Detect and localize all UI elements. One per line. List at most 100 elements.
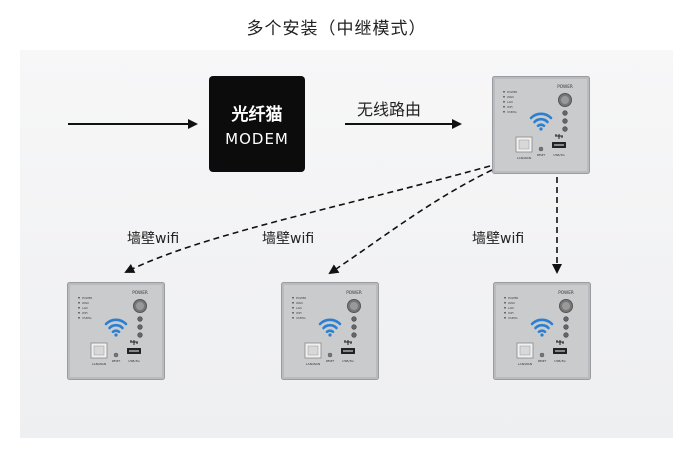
usb-label: USB/3G	[554, 359, 566, 363]
indicator-label: POWER	[82, 296, 92, 300]
indicator-label: POWER	[507, 90, 517, 94]
wifi-icon	[529, 112, 553, 131]
indicator-label: WiFi	[508, 311, 514, 315]
usb-port-tongue	[555, 350, 565, 352]
indicator-label: WAN	[82, 301, 89, 305]
status-button	[137, 324, 143, 330]
indicator-led	[78, 316, 80, 319]
indicator-label: USB3G	[296, 316, 306, 320]
indicator-label: LAN	[296, 306, 302, 310]
indicator-led	[503, 95, 505, 98]
lan-port-socket	[519, 345, 531, 356]
status-button	[137, 316, 143, 322]
indicator-label: WiFi	[82, 311, 88, 315]
reset-label: RESET	[538, 359, 547, 363]
indicator-label: POWER	[296, 296, 306, 300]
indicator-led	[78, 296, 80, 299]
modem-box: 光纤猫 MODEM	[209, 76, 305, 172]
reset-label: RESET	[112, 359, 121, 363]
indicator-led	[503, 90, 505, 93]
wifi-icon	[104, 318, 128, 337]
indicator-label: LAN	[82, 306, 88, 310]
indicator-label: USB3G	[507, 110, 517, 114]
wall-wifi-label-left: 墙壁wifi	[127, 231, 180, 247]
power-label: POWER	[132, 290, 148, 295]
wifi-icon	[530, 318, 554, 337]
indicator-led	[504, 296, 506, 299]
indicator-led	[292, 296, 294, 299]
indicator-led	[292, 316, 294, 319]
indicator-led	[503, 105, 505, 108]
wall-wifi-label-right: 墙壁wifi	[472, 231, 525, 247]
lan-port-label: LAN/WAN	[306, 362, 320, 366]
indicator-led	[504, 316, 506, 319]
lan-port-label: LAN/WAN	[92, 362, 106, 366]
power-label: POWER	[557, 84, 573, 89]
reset-label: RESET	[537, 153, 546, 157]
diagram-title: 多个安装（中继模式）	[246, 19, 427, 39]
status-button	[562, 118, 568, 124]
indicator-led	[504, 306, 506, 309]
power-knob-center	[562, 302, 570, 310]
indicator-label: WAN	[507, 95, 514, 99]
indicator-label: POWER	[508, 296, 518, 300]
wifi-icon	[318, 318, 342, 337]
usb-label: USB/3G	[128, 359, 140, 363]
power-label: POWER	[346, 290, 362, 295]
lan-port-socket	[93, 345, 105, 356]
usb-port-tongue	[554, 144, 564, 146]
power-knob-center	[561, 96, 569, 104]
indicator-led	[78, 306, 80, 309]
usb-label: USB/3G	[342, 359, 354, 363]
indicator-label: WiFi	[507, 105, 513, 109]
reset-button	[538, 146, 544, 152]
dashed-arrow-router-to-left-device	[124, 165, 491, 273]
usb-symbol-icon	[556, 340, 564, 345]
status-button	[351, 316, 357, 322]
indicator-label: LAN	[508, 306, 514, 310]
indicator-label: USB3G	[82, 316, 92, 320]
modem-label-en: MODEM	[225, 130, 289, 148]
usb-symbol-icon	[344, 340, 352, 345]
status-button	[137, 332, 143, 338]
indicator-led	[504, 301, 506, 304]
status-button	[563, 332, 569, 338]
indicator-led	[503, 110, 505, 113]
indicator-led	[78, 311, 80, 314]
dashed-arrow-router-to-middle-device	[328, 169, 493, 275]
indicator-led	[78, 301, 80, 304]
status-button	[563, 324, 569, 330]
status-button	[562, 110, 568, 116]
indicator-label: WAN	[296, 301, 303, 305]
reset-label: RESET	[326, 359, 335, 363]
wall-wifi-label-middle: 墙壁wifi	[262, 231, 315, 247]
status-button	[351, 324, 357, 330]
indicator-led	[292, 311, 294, 314]
usb-port-tongue	[129, 350, 139, 352]
status-button	[351, 332, 357, 338]
indicator-led	[292, 301, 294, 304]
modem-label-cn: 光纤猫	[231, 105, 283, 125]
usb-symbol-icon	[130, 340, 138, 345]
reset-button	[113, 352, 119, 358]
indicator-led	[504, 311, 506, 314]
lan-port-label: LAN/WAN	[518, 362, 532, 366]
reset-button	[539, 352, 545, 358]
status-button	[563, 316, 569, 322]
indicator-label: WiFi	[296, 311, 302, 315]
usb-symbol-icon	[555, 134, 563, 139]
power-knob-center	[136, 302, 144, 310]
indicator-label: LAN	[507, 100, 513, 104]
lan-port-socket	[518, 139, 530, 150]
status-button	[562, 126, 568, 132]
wireless-router-label: 无线路由	[357, 100, 422, 119]
indicator-label: USB3G	[508, 316, 518, 320]
indicator-led	[292, 306, 294, 309]
